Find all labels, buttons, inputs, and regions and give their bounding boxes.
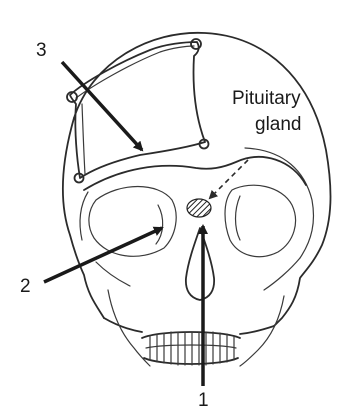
label-3: 3 [36,40,47,61]
temporal-line-right [245,148,314,258]
bone-flap-inner-edge-2 [82,104,85,174]
label-1: 1 [198,390,209,411]
nasal-cavity [186,228,214,300]
left-zygomatic [96,262,130,286]
burr-hole-top-right [191,39,201,49]
pituitary-label-line1: Pituitary [232,88,301,109]
pituitary-pointer-dashed [210,160,248,198]
pituitary-label-line2: gland [255,114,302,135]
right-orbit-inner [236,196,241,240]
jaw-right [240,296,284,366]
maxilla-right [240,326,274,334]
temporal-line-left [80,192,88,240]
maxilla [104,318,142,332]
right-zygomatic [264,258,300,290]
teeth-gap [146,345,236,348]
pituitary-gland-shape [187,199,211,217]
label-2: 2 [20,276,31,297]
teeth [142,332,240,365]
left-orbit-inner [156,205,163,244]
arrow-3 [62,62,142,150]
bone-flap-inner-edge [76,46,194,98]
lower-tooth-row [144,358,238,364]
tooth-dividers [150,332,234,365]
jaw-left [108,290,150,366]
